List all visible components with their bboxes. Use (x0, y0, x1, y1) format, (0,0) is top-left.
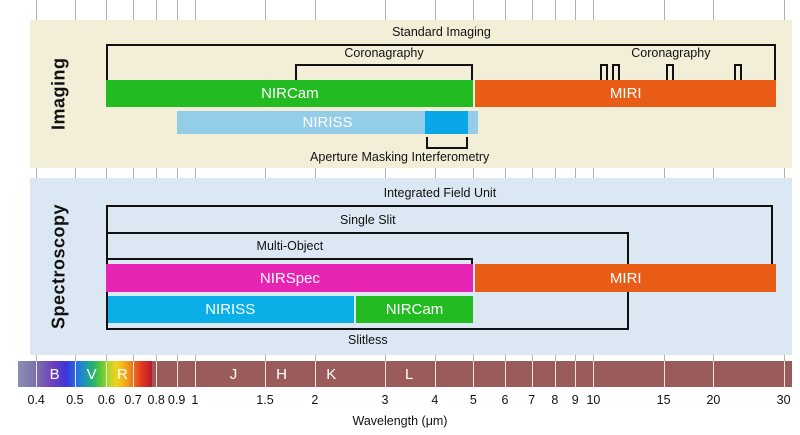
bracket-label-single-slit: Single Slit (339, 213, 396, 227)
miri-imaging[interactable]: MIRI (475, 80, 777, 107)
axis-tick-label-3: 3 (381, 393, 389, 407)
bracket-standard-imaging (106, 44, 777, 80)
band-B: B (49, 365, 60, 383)
infrared-band-block (151, 361, 792, 387)
axis-tick-label-0.9: 0.9 (167, 393, 186, 407)
axis-tick-label-7: 7 (528, 393, 536, 407)
miri-coronagraph-notch-2 (612, 64, 621, 80)
bracket-multi-object (106, 258, 474, 264)
bracket-aperture-masking-interferometry (425, 137, 469, 149)
visible-spectrum-gradient (18, 361, 152, 387)
nircam-imaging-label: NIRCam (261, 85, 319, 102)
axis-tick-label-1: 1 (191, 393, 199, 407)
axis-tick-label-8: 8 (551, 393, 559, 407)
axis-tick-label-0.4: 0.4 (27, 393, 45, 407)
strip-separator-0.5 (74, 361, 76, 387)
axis-tick-label-4: 4 (431, 393, 439, 407)
imaging-section-label: Imaging (48, 57, 69, 131)
miri-coronagraph-notch-1 (600, 64, 609, 80)
strip-separator-0.7 (133, 361, 135, 387)
nircam-spectroscopy-label: NIRCam (385, 301, 444, 318)
spectroscopy-section-label: Spectroscopy (48, 203, 69, 330)
axis-tick-label-20: 20 (706, 393, 721, 407)
bracket-nircam-coronagraphy (294, 64, 474, 80)
bracket-label-multi-object: Multi-Object (256, 239, 324, 253)
axis-tick-label-1.5: 1.5 (256, 393, 274, 407)
axis-tick-label-2: 2 (311, 393, 319, 407)
bracket-single-slit (106, 232, 630, 264)
axis-tick-label-0.6: 0.6 (97, 393, 116, 407)
strip-separator-1 (194, 361, 196, 387)
strip-separator-0.4 (36, 361, 38, 387)
strip-separator-4 (434, 361, 436, 387)
band-H: H (276, 365, 287, 383)
bracket-slitless (106, 292, 630, 330)
nirspec-spectroscopy[interactable]: NIRSpec (106, 264, 474, 292)
miri-spectroscopy-label: MIRI (609, 269, 642, 287)
miri-coronagraph-notch-4 (733, 64, 742, 80)
band-K: K (326, 365, 337, 383)
axis-tick-label-15: 15 (656, 393, 671, 407)
axis-tick-label-0.5: 0.5 (66, 393, 84, 407)
axis-tick-label-6: 6 (501, 393, 509, 407)
strip-separator-0.6 (106, 361, 108, 387)
nirspec-spectroscopy-label: NIRSpec (259, 269, 320, 287)
niriss-spectroscopy[interactable]: NIRISS (106, 296, 355, 323)
niriss-imaging-label: NIRISS (302, 114, 353, 131)
axis-tick-label-30: 30 (776, 393, 791, 407)
axis-tick-label-0.7: 0.7 (124, 393, 142, 407)
band-R: R (116, 365, 128, 383)
strip-separator-20 (713, 361, 715, 387)
niriss-imaging[interactable]: NIRISS (176, 111, 479, 134)
miri-spectroscopy[interactable]: MIRI (475, 264, 777, 292)
miri-coronagraph-notch-3 (665, 64, 674, 80)
strip-separator-7 (531, 361, 533, 387)
strip-separator-5 (473, 361, 475, 387)
axis-tick-label-9: 9 (571, 393, 579, 407)
axis-title: Wavelength (μm) (352, 414, 448, 428)
strip-separator-10 (593, 361, 595, 387)
bracket-label-integrated-field-unit: Integrated Field Unit (383, 186, 497, 200)
strip-separator-15 (663, 361, 665, 387)
nircam-imaging[interactable]: NIRCam (106, 80, 474, 107)
axis-tick-label-0.8: 0.8 (147, 393, 165, 407)
band-V: V (86, 365, 97, 383)
bracket-label-standard-imaging: Standard Imaging (392, 25, 491, 39)
nircam-spectroscopy[interactable]: NIRCam (355, 296, 474, 323)
axis-tick-label-10: 10 (586, 393, 601, 407)
strip-separator-1.5 (265, 361, 266, 387)
band-L: L (405, 365, 414, 383)
strip-separator-9 (575, 361, 577, 387)
strip-separator-2 (314, 361, 316, 387)
bracket-label-aperture-masking-interferometry: Aperture Masking Interferometry (310, 150, 490, 164)
niriss-spectroscopy-label: NIRISS (205, 301, 256, 318)
miri-imaging-label: MIRI (609, 85, 642, 102)
strip-separator-0.9 (176, 361, 178, 387)
band-J: J (229, 365, 238, 383)
strip-separator-8 (554, 361, 556, 387)
niriss-ami-block[interactable] (425, 111, 469, 134)
bracket-label-slitless: Slitless (347, 333, 388, 347)
strip-separator-30 (783, 361, 785, 387)
strip-separator-0.8 (156, 361, 158, 387)
strip-separator-3 (385, 361, 386, 387)
bracket-label-nircam-coronagraphy: Coronagraphy (344, 46, 424, 60)
axis-tick-label-5: 5 (469, 393, 477, 407)
bracket-label-miri-coronagraphy: Coronagraphy (631, 46, 711, 60)
strip-separator-6 (505, 361, 506, 387)
